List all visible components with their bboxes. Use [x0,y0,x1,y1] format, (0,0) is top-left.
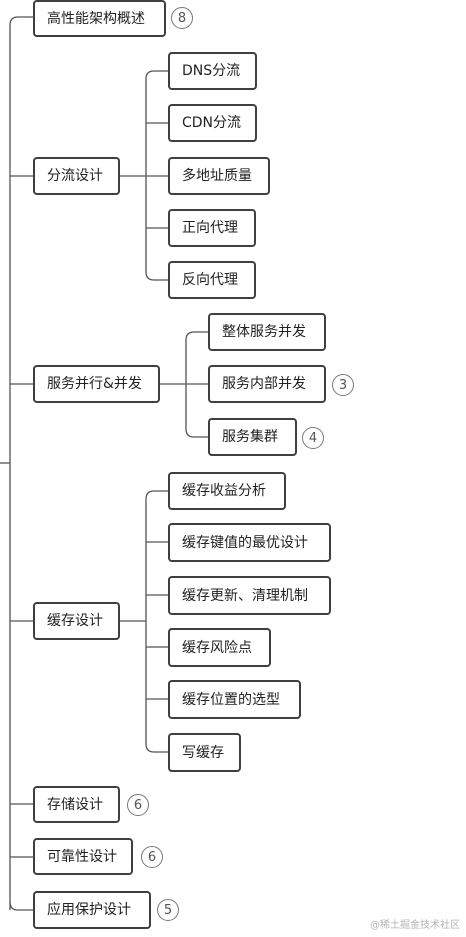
node-storage[interactable]: 存储设计 [33,786,120,823]
node-cache-key-design[interactable]: 缓存键值的最优设计 [168,523,331,562]
node-cdn-divert[interactable]: CDN分流 [168,104,257,142]
node-inner-service[interactable]: 服务内部并发 [208,365,326,403]
node-cache-benefit[interactable]: 缓存收益分析 [168,472,286,510]
node-service-cluster[interactable]: 服务集群 [208,418,297,456]
node-multi-address[interactable]: 多地址质量 [168,157,270,195]
node-overview[interactable]: 高性能架构概述 [33,0,166,37]
badge-overview-count[interactable]: 8 [171,7,193,29]
node-whole-service[interactable]: 整体服务并发 [208,313,326,351]
watermark: @稀土掘金技术社区 [370,920,460,931]
badge-storage-count[interactable]: 6 [127,794,149,816]
node-cache-update[interactable]: 缓存更新、清理机制 [168,576,331,615]
badge-inner-count[interactable]: 3 [332,374,354,396]
badge-reliability-count[interactable]: 6 [141,846,163,868]
node-reverse-proxy[interactable]: 反向代理 [168,261,256,299]
node-divert[interactable]: 分流设计 [33,157,120,195]
node-reliability[interactable]: 可靠性设计 [33,838,133,875]
node-parallel[interactable]: 服务并行&并发 [33,365,160,403]
node-forward-proxy[interactable]: 正向代理 [168,209,256,247]
node-dns-divert[interactable]: DNS分流 [168,52,257,90]
badge-protection-count[interactable]: 5 [157,899,179,921]
node-cache[interactable]: 缓存设计 [33,602,120,640]
badge-cluster-count[interactable]: 4 [302,427,324,449]
node-protection[interactable]: 应用保护设计 [33,891,151,929]
node-write-cache[interactable]: 写缓存 [168,733,241,772]
node-cache-location[interactable]: 缓存位置的选型 [168,680,301,719]
node-cache-risk[interactable]: 缓存风险点 [168,628,271,667]
